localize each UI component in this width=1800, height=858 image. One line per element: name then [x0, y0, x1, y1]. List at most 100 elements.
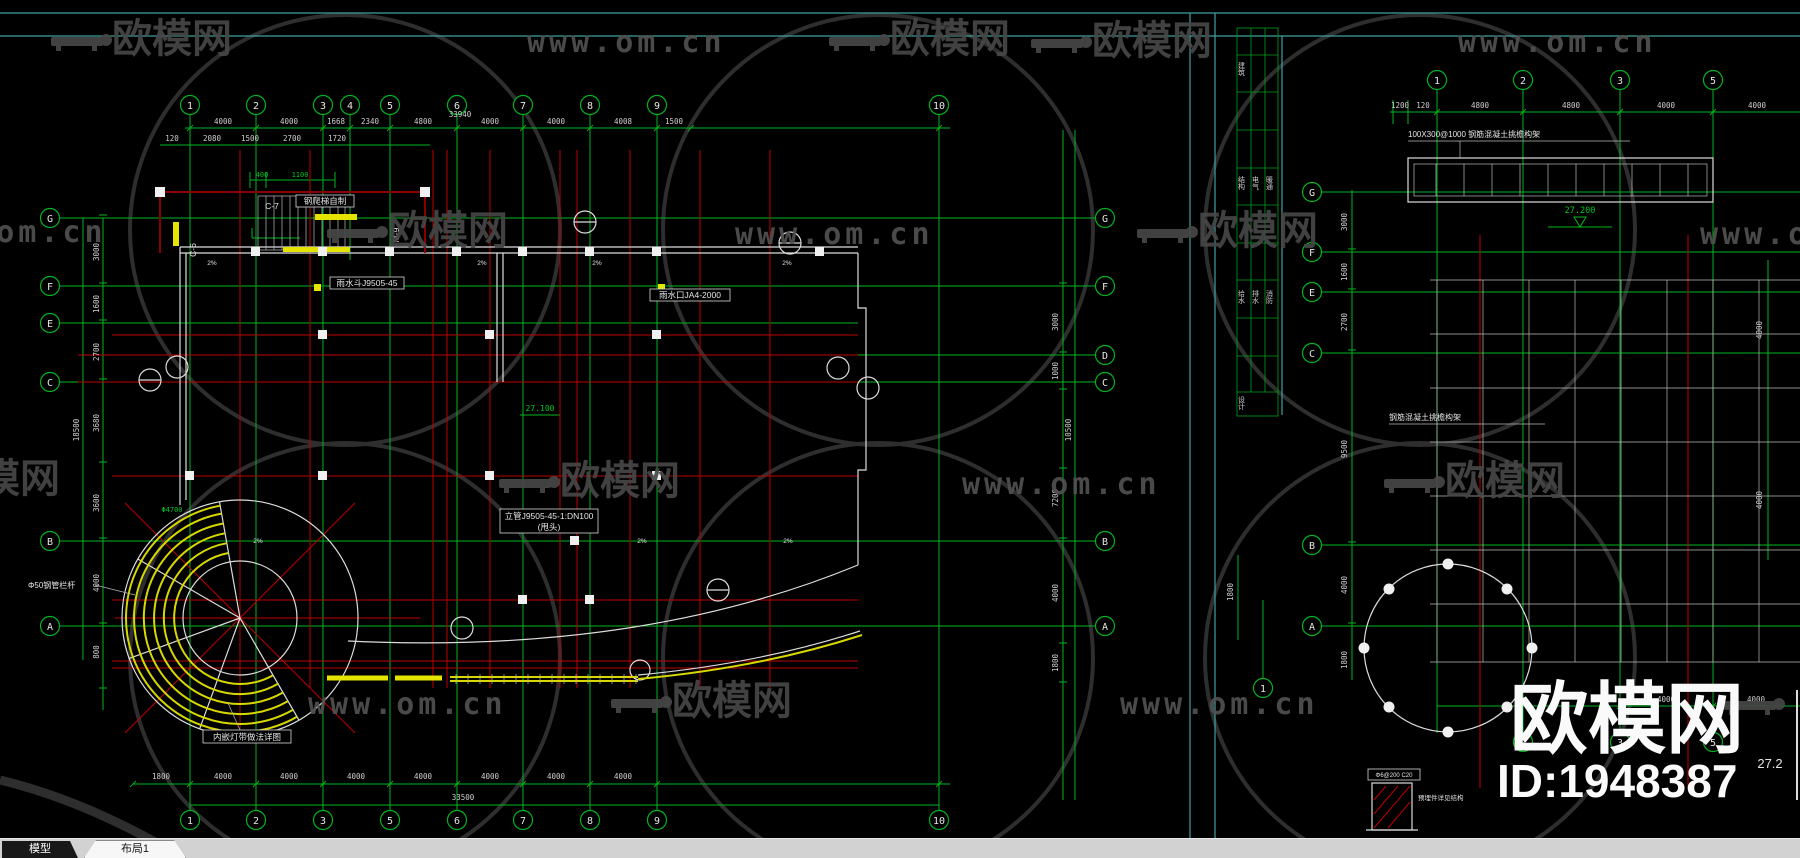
table-cell: 结构	[1238, 175, 1246, 191]
annotation: M-9	[391, 227, 401, 242]
tab-model[interactable]: 模型	[2, 841, 78, 858]
dim-label: 4000	[92, 573, 101, 592]
axis-bubbles: 1 2 3 5 2 3 5 G F E C B A 1	[1252, 69, 1724, 753]
dim-label: 1720	[328, 134, 347, 143]
dim-label: 4000	[1755, 320, 1764, 339]
table-cell: 暖通	[1266, 176, 1274, 191]
dim-label: 2080	[203, 134, 222, 143]
axis-letter: G	[47, 214, 53, 225]
dim-label: 4000	[1657, 695, 1676, 704]
axis-num: 10	[933, 816, 945, 827]
dimension-labels: 4000 4000 1668 2340 4800 4000 4000 4008 …	[72, 110, 1073, 802]
model-layout-tabbar: 模型 布局1	[0, 838, 1800, 858]
dim-label: 4000	[1748, 101, 1767, 110]
slope-label: 2%	[253, 538, 263, 545]
slope-label: 2%	[477, 260, 487, 267]
annotation: 雨水斗J9505-45	[337, 278, 398, 288]
axis-letter: E	[1309, 288, 1315, 299]
axis-letter: A	[1102, 622, 1108, 633]
watermark-brand: 欧模网	[560, 459, 680, 503]
watermark-url: www.om.cn	[962, 467, 1161, 502]
axis-num: 6	[454, 816, 460, 827]
dim-label: 4000	[614, 772, 633, 781]
annotation: 100X300@1000 钢筋混凝土挑檐构架	[1408, 129, 1540, 139]
right-plan-annotations: 100X300@1000 钢筋混凝土挑檐构架 钢筋混凝土挑檐构架 27.200 …	[1367, 129, 1783, 802]
dim-label: 4800	[1562, 101, 1581, 110]
dim-label: 3000	[1340, 212, 1349, 231]
dim-label: 2700	[1340, 312, 1349, 331]
table-cell: 设计	[1238, 395, 1246, 411]
dim-label: 1200	[1391, 101, 1410, 110]
dim-label: 1000	[1051, 361, 1060, 380]
axis-num: 10	[933, 101, 945, 112]
dim-label: 1600	[92, 294, 101, 313]
axis-letter: C	[47, 378, 53, 389]
axis-num: 7	[520, 101, 526, 112]
axis-letter: G	[1309, 188, 1315, 199]
axis-letter: C	[1102, 378, 1108, 389]
axis-num: 2	[253, 101, 259, 112]
axis-num: 8	[587, 101, 593, 112]
dim-label: 1800	[1226, 582, 1235, 601]
dim-label: 4000	[1755, 490, 1764, 509]
axis-num: 4	[347, 101, 353, 112]
dim-label: 4000	[414, 772, 433, 781]
axis-bubbles: 1 2 3 4 5 6 7 8 9 10 1 2 3 5 6 7 8 9 10 …	[39, 94, 1116, 831]
axis-num: 7	[520, 816, 526, 827]
dim-label: 4000	[347, 772, 366, 781]
watermark-layer: 欧模网 欧模网 欧模网 www.om.cn www.om.cn www.om.c…	[0, 16, 1800, 723]
annotation: 内嵌灯带做法详图	[213, 732, 281, 742]
slope-label: 2%	[637, 538, 647, 545]
watermark-brand: 欧模网	[1445, 459, 1565, 503]
dim-label: 3000	[92, 242, 101, 261]
annotation: C-6	[188, 243, 198, 257]
watermark-brand: 欧模网	[672, 679, 792, 723]
table-cell: 电气	[1252, 175, 1260, 190]
axis-letter: D	[1102, 351, 1108, 362]
dim-label: 4000	[214, 772, 233, 781]
brand-overlay: 欧模网 ID:1948387	[1497, 675, 1744, 807]
axis-num: 2	[1520, 76, 1526, 87]
dim-label: 10500	[1064, 418, 1073, 441]
axis-num: 5	[1710, 738, 1716, 749]
watermark-brand: 欧模网	[388, 209, 508, 253]
dim-total: 33940	[449, 110, 472, 119]
axis-num: 1	[1260, 684, 1266, 695]
annotation: 钢筋混凝土挑檐构架	[1389, 412, 1461, 422]
brand-watermark-large: 欧模网	[1510, 675, 1744, 763]
slope-label: 2%	[592, 260, 602, 267]
dim-total: 33500	[452, 793, 475, 802]
dim-label: 4000	[1051, 583, 1060, 602]
elevation-label: 27.100	[526, 404, 555, 413]
axis-num: 2	[253, 816, 259, 827]
watermark-url: www.om.cn	[735, 217, 934, 252]
annotation: Φ6@200 C20	[1376, 773, 1414, 779]
dim-label: 4000	[280, 772, 299, 781]
table-cell: 给水	[1238, 289, 1246, 304]
axis-letter: E	[47, 319, 53, 330]
watermark-url: www.om.cn	[1700, 217, 1800, 252]
axis-num: 9	[654, 816, 660, 827]
dim-label: 4000	[1657, 101, 1676, 110]
table-cell: 排水	[1252, 289, 1260, 304]
left-plan-annotations: 钢爬梯自制 C-7 C-6 M-9 雨水斗J9505-45 雨水口JA4-200…	[28, 194, 793, 744]
annotation: 预埋件详见结构	[1418, 793, 1464, 802]
axis-letter: B	[47, 537, 53, 548]
annotation: 钢爬梯自制	[304, 196, 347, 206]
drawing-canvas[interactable]: 1 2 3 4 5 6 7 8 9 10 1 2 3 5 6 7 8 9 10 …	[0, 0, 1800, 838]
dim-label: 4000	[547, 117, 566, 126]
axis-num: 1	[187, 101, 193, 112]
table-cell: 消防	[1266, 289, 1274, 305]
watermark-brand: 欧模网	[112, 17, 232, 61]
axis-num: 1	[187, 816, 193, 827]
elevation-label: 27.200	[1565, 206, 1596, 216]
dim-label: 3600	[92, 493, 101, 512]
watermark-brand: 欧模网	[0, 457, 60, 501]
watermark-url: www.om.cn	[308, 687, 507, 722]
axis-letter: A	[1309, 622, 1315, 633]
viewport-frame	[0, 12, 1800, 838]
annotation: 雨水口JA4-2000	[659, 290, 721, 300]
tab-layout1[interactable]: 布局1	[84, 840, 186, 858]
dim-label: 7200	[1051, 488, 1060, 507]
